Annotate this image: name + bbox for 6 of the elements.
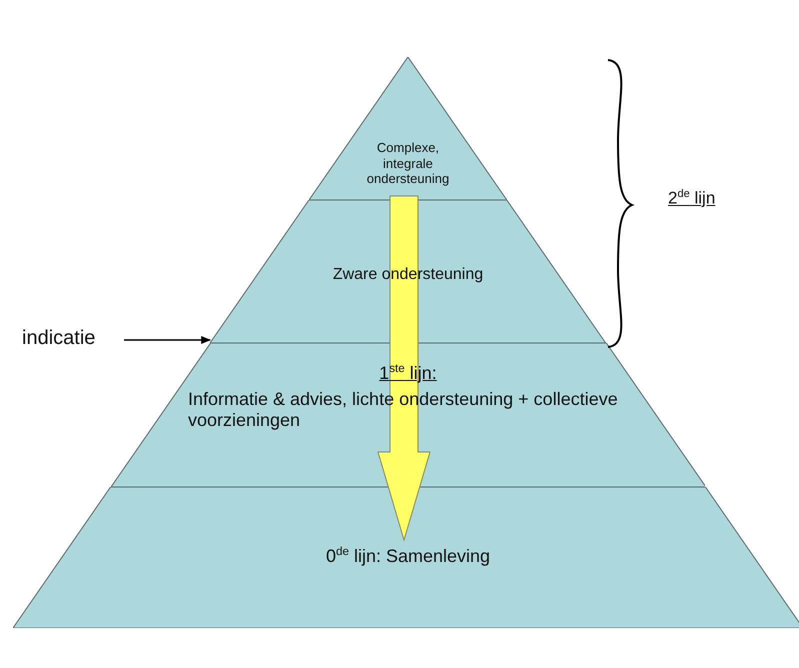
layer-label: Complexe, integrale ondersteuning: [366, 140, 450, 187]
bracket-label: 2$^{de}$ lijn: [668, 188, 716, 210]
block-arrow: [377, 196, 431, 542]
layer-label: 0$^{de}$ lijn: Samenleving: [324, 545, 492, 568]
indicatie-label: indicatie: [22, 326, 96, 350]
arrow: [124, 336, 212, 344]
